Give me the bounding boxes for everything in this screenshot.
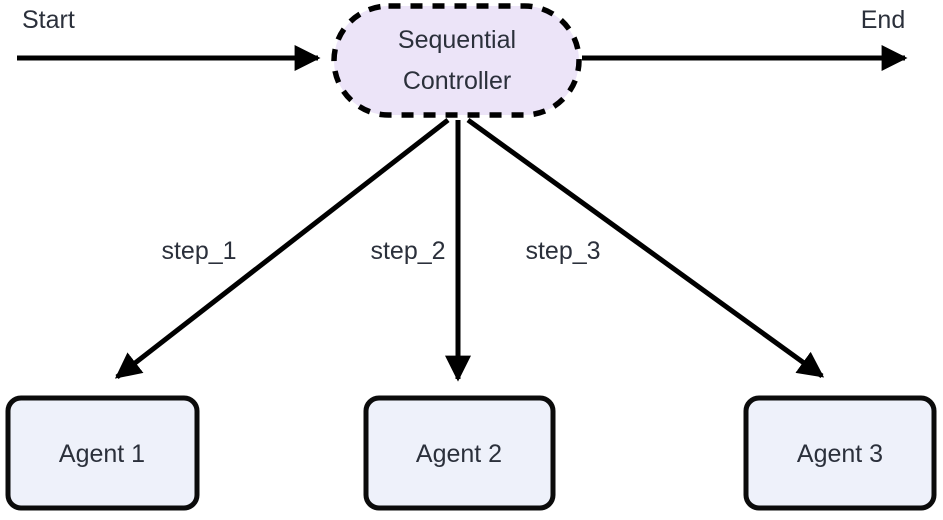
edge-label-step-2: step_2 <box>370 237 445 265</box>
edge-controller-to-agent-3 <box>466 117 825 379</box>
controller-node[interactable] <box>331 3 582 118</box>
edge-label-step-3: step_3 <box>525 237 600 265</box>
controller-label-line-2: Controller <box>403 67 511 95</box>
controller-label-line-1: Sequential <box>398 26 516 54</box>
agent-3-node[interactable] <box>743 395 937 511</box>
agent-1-label: Agent 1 <box>59 440 145 468</box>
agent-1-node[interactable] <box>5 395 200 511</box>
agent-3-label: Agent 3 <box>797 440 883 468</box>
agent-2-node[interactable] <box>363 395 556 511</box>
edge-controller-to-agent-1 <box>114 118 450 379</box>
start-label: Start <box>22 6 75 34</box>
agent-2-label: Agent 2 <box>416 440 502 468</box>
edge-label-step-1: step_1 <box>161 237 236 265</box>
end-label: End <box>861 6 905 34</box>
